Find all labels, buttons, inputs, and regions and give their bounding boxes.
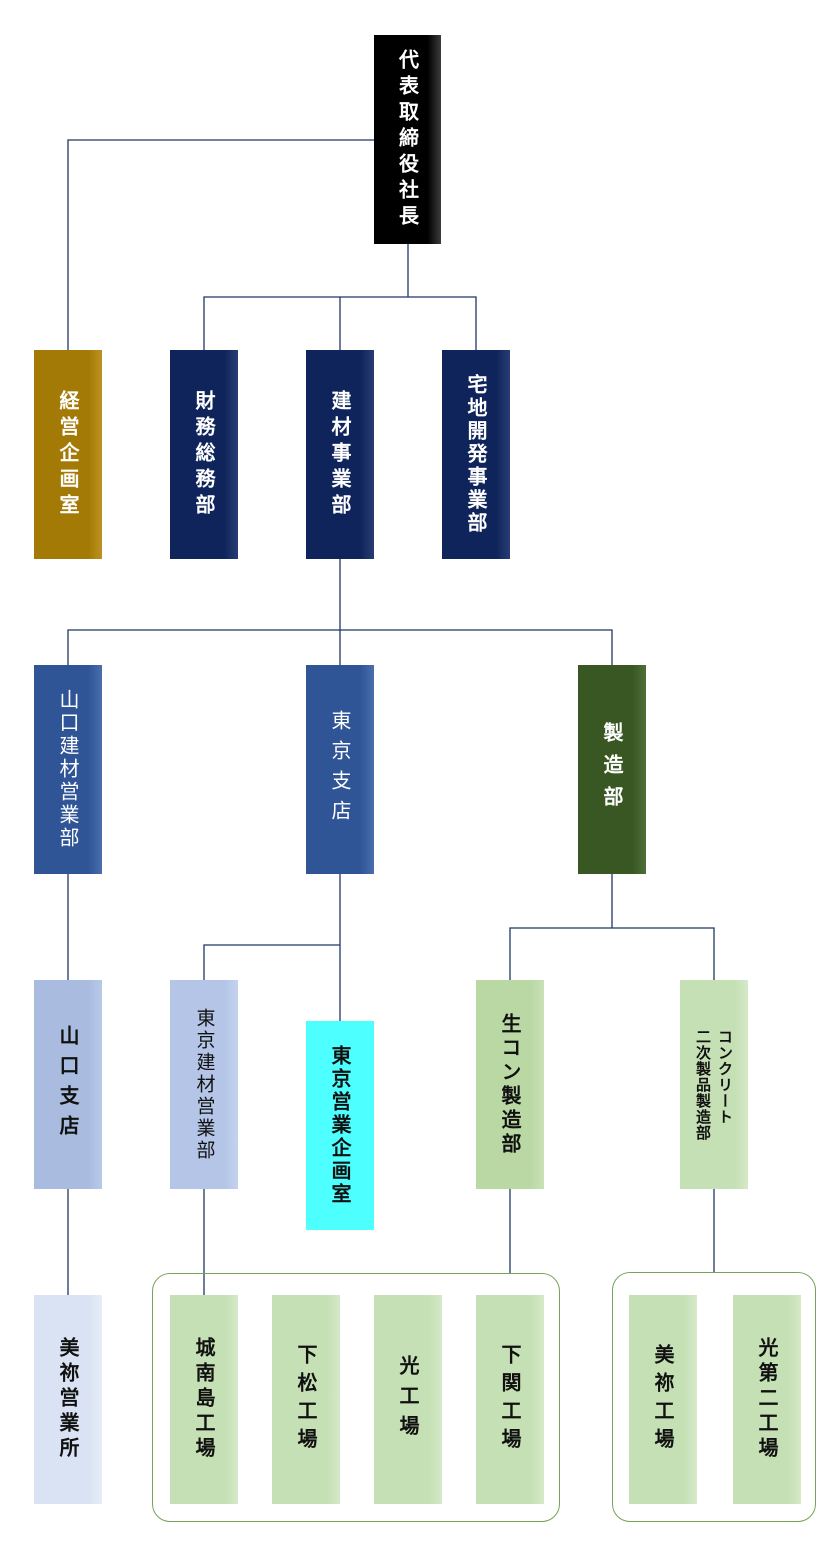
kudamatsu-plant-box: 下松工場 — [272, 1295, 340, 1504]
planning-office-label: 経営企画室 — [56, 389, 80, 520]
ready-mix-dept-box: 生コン製造部 — [476, 980, 544, 1189]
tokyo-sales-planning-label: 東京営業企画室 — [328, 1045, 352, 1206]
housing-land-division-label: 宅地開発事業部 — [464, 374, 488, 535]
yamaguchi-branch-box: 山口支店 — [34, 980, 102, 1189]
building-materials-division-box: 建材事業部 — [306, 350, 374, 559]
finance-division-box: 財務総務部 — [170, 350, 238, 559]
yamaguchi-sales-dept-label: 山口建材営業部 — [56, 689, 80, 850]
kudamatsu-plant-label: 下松工場 — [294, 1343, 318, 1456]
hikari-second-plant-label: 光第二工場 — [755, 1337, 779, 1462]
mine-plant-label: 美祢工場 — [651, 1343, 675, 1456]
jonanjima-plant-box: 城南島工場 — [170, 1295, 238, 1504]
jonanjima-plant-label: 城南島工場 — [192, 1337, 216, 1462]
president-box: 代表取締役社長 — [374, 35, 441, 244]
planning-office-box: 経営企画室 — [34, 350, 102, 559]
finance-division-label: 財務総務部 — [192, 389, 216, 520]
hikari-plant-label: 光工場 — [396, 1354, 420, 1445]
yamaguchi-sales-dept-box: 山口建材営業部 — [34, 665, 102, 874]
tokyo-branch-box: 東京支店 — [306, 665, 374, 874]
mine-sales-office-box: 美祢営業所 — [34, 1295, 102, 1504]
housing-land-division-box: 宅地開発事業部 — [442, 350, 510, 559]
tokyo-sales-planning-box: 東京営業企画室 — [306, 1021, 374, 1230]
manufacturing-dept-label: 製造部 — [600, 721, 624, 818]
ready-mix-plants-group — [152, 1273, 560, 1522]
mine-sales-office-label: 美祢営業所 — [56, 1337, 80, 1462]
shimonoseki-plant-box: 下関工場 — [476, 1295, 544, 1504]
concrete-products-dept-box: コンクリート 二次製品製造部 — [680, 980, 748, 1189]
tokyo-sales-dept-box: 東京建材営業部 — [170, 980, 238, 1189]
concrete-products-dept-label-line2: 二次製品製造部 — [694, 1028, 712, 1141]
hikari-plant-box: 光工場 — [374, 1295, 442, 1504]
concrete-products-plants-group — [612, 1272, 816, 1522]
manufacturing-dept-box: 製造部 — [578, 665, 646, 874]
ready-mix-dept-label: 生コン製造部 — [498, 1012, 522, 1157]
yamaguchi-branch-label: 山口支店 — [56, 1024, 80, 1145]
concrete-products-dept-label: コンクリート 二次製品製造部 — [694, 1029, 734, 1141]
hikari-second-plant-box: 光第二工場 — [733, 1295, 801, 1504]
concrete-products-dept-label-line1: コンクリート — [716, 1028, 734, 1125]
tokyo-sales-dept-label: 東京建材営業部 — [193, 1007, 216, 1162]
building-materials-division-label: 建材事業部 — [328, 389, 352, 520]
tokyo-branch-label: 東京支店 — [328, 709, 352, 830]
mine-plant-box: 美祢工場 — [629, 1295, 697, 1504]
shimonoseki-plant-label: 下関工場 — [498, 1343, 522, 1456]
president-label: 代表取締役社長 — [395, 48, 420, 231]
